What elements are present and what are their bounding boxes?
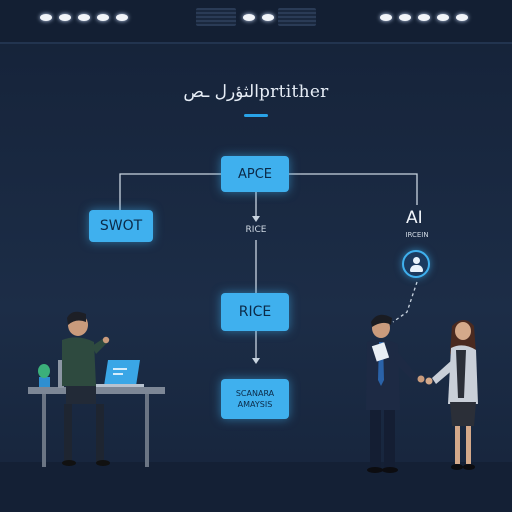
connector-apce-swot — [119, 173, 221, 210]
ceiling-light-icon — [456, 14, 468, 21]
vent-icon — [278, 8, 316, 26]
person-at-desk — [62, 311, 110, 466]
ceiling-lights-left — [40, 14, 128, 21]
ceiling-light-icon — [399, 14, 411, 21]
ceiling-light-icon — [116, 14, 128, 21]
laptop — [96, 360, 144, 387]
ceiling-light-icon — [437, 14, 449, 21]
ceiling-light-icon — [380, 14, 392, 21]
ceiling-light-icon — [78, 14, 90, 21]
ceiling-light-icon — [243, 14, 255, 21]
ceiling-light-icon — [418, 14, 430, 21]
node-rice: RICE — [221, 293, 289, 331]
ceiling-light-icon — [97, 14, 109, 21]
user-avatar-icon — [402, 250, 430, 278]
arrow-head — [252, 216, 260, 222]
ceiling-light-icon — [262, 14, 274, 21]
vent-icon — [196, 8, 236, 26]
tablet — [371, 342, 390, 362]
diagram-title: الثؤرل ـصprtither — [183, 82, 329, 102]
ceiling-light-icon — [59, 14, 71, 21]
title-underline — [244, 114, 268, 117]
ceiling — [0, 0, 512, 42]
businessman — [366, 314, 425, 473]
node-apce-label: APCE — [237, 166, 273, 182]
node-apce: APCE — [221, 156, 289, 192]
businesswoman — [425, 320, 478, 470]
node-ai: AI — [406, 208, 423, 228]
ceiling-lights-right — [380, 14, 468, 21]
node-scenario-analysis: SCANARA AMAYSIS — [221, 379, 289, 419]
potted-plant — [38, 364, 50, 387]
node-swot-label: SWOT — [99, 218, 143, 234]
node-scenario-label: SCANARA AMAYSIS — [235, 389, 275, 409]
floor — [0, 462, 512, 512]
node-rice-caption: RICE — [245, 225, 267, 235]
connector-ai-person — [392, 281, 418, 323]
ceiling-light-icon — [40, 14, 52, 21]
node-swot: SWOT — [89, 210, 153, 242]
desk — [28, 360, 165, 467]
node-ai-caption: IRCEIN — [405, 231, 429, 239]
ceiling-edge — [0, 42, 512, 44]
arrow-head — [252, 358, 260, 364]
ceiling-lights-center — [243, 14, 274, 21]
connector-apce-ai — [289, 173, 418, 205]
node-rice-label: RICE — [238, 304, 272, 320]
